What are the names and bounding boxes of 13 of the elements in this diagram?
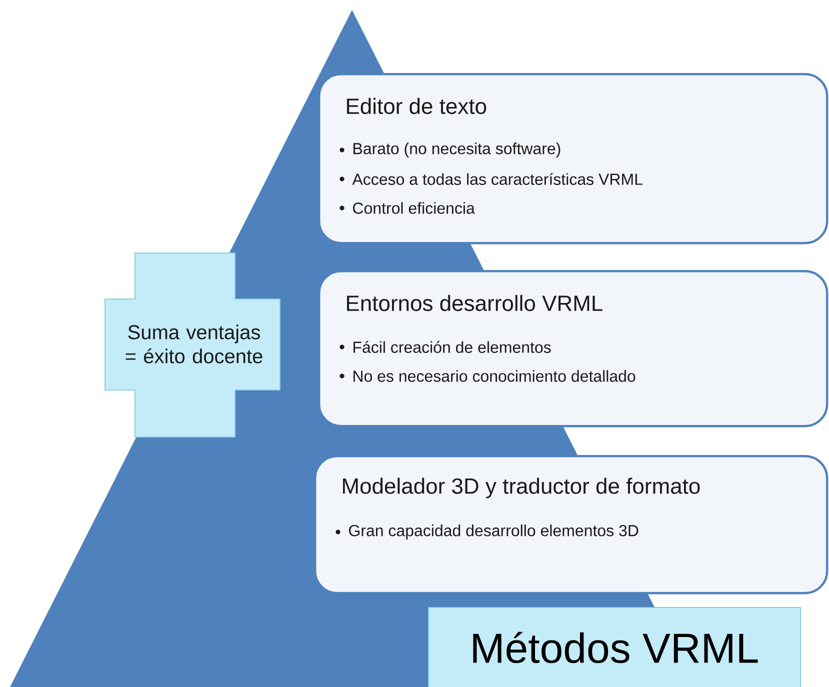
bullet-item: No es necesario conocimiento detallado bbox=[340, 370, 636, 382]
card bbox=[318, 73, 828, 244]
card-heading: Entornos desarrollo VRML bbox=[347, 294, 602, 312]
card bbox=[314, 455, 828, 594]
card-heading: Editor de texto bbox=[347, 98, 486, 114]
bullet-item: Barato (no necesita software) bbox=[340, 142, 560, 158]
bullet-item: Control eficiencia bbox=[340, 202, 475, 214]
title-banner: Métodos VRML bbox=[428, 607, 801, 687]
bullet-item: Acceso a todas las características VRML bbox=[340, 173, 642, 185]
card bbox=[318, 270, 828, 428]
bullet-item: Gran capacidad desarrollo elementos 3D bbox=[336, 524, 638, 540]
card-heading: Modelador 3D y traductor de formato bbox=[343, 478, 700, 498]
bullet-item: Fácil creación de elementos bbox=[340, 341, 551, 353]
